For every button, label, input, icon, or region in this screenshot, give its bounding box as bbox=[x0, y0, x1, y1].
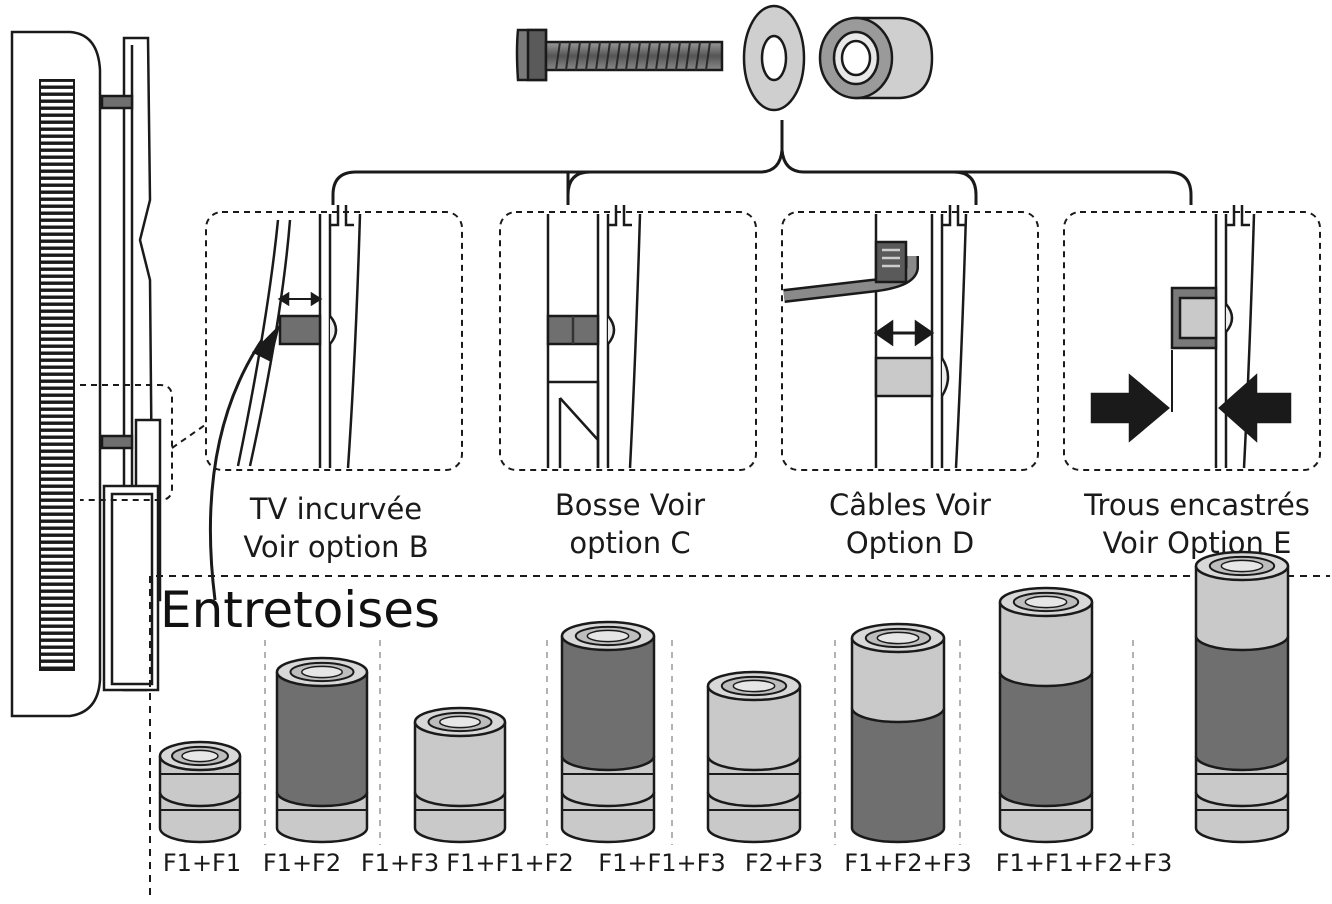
option-panels bbox=[205, 211, 1321, 471]
option-d-label: Câbles Voir Option D bbox=[800, 486, 1020, 562]
combo-label-5: F1+F1+F3 bbox=[598, 849, 726, 877]
spacer-stack bbox=[275, 656, 369, 844]
spacer-stack bbox=[706, 670, 802, 844]
option-b-line2: Voir option B bbox=[243, 530, 429, 564]
washer-icon bbox=[742, 4, 806, 112]
combo-label-4: F1+F1+F2 bbox=[446, 849, 574, 877]
panel-option-d bbox=[781, 211, 1039, 471]
option-b-line1: TV incurvée bbox=[249, 492, 423, 526]
combo-label-8: F1+F1+F2+F3 bbox=[995, 849, 1173, 877]
option-c-line2: option C bbox=[569, 526, 691, 560]
spacers-heading: Entretoises bbox=[160, 581, 441, 639]
spacer-stack bbox=[998, 586, 1094, 844]
option-d-line2: Option D bbox=[845, 526, 975, 560]
combo-label-1: F1+F1 bbox=[162, 849, 242, 877]
spacer-stack bbox=[1194, 550, 1290, 844]
spacer-stack bbox=[413, 706, 507, 844]
combo-label-3: F1+F3 bbox=[360, 849, 440, 877]
option-e-line2: Voir Option E bbox=[1102, 526, 1292, 560]
hardware-set bbox=[515, 4, 934, 112]
bolt-icon bbox=[515, 28, 724, 82]
panel-c-illustration bbox=[546, 205, 642, 469]
tv-side-view bbox=[10, 30, 206, 718]
option-e-label: Trous encastrés Voir Option E bbox=[1062, 486, 1332, 562]
panel-e-illustration bbox=[1090, 205, 1292, 469]
spacer-illustrations bbox=[158, 550, 1290, 844]
spacer-stack bbox=[560, 620, 656, 844]
option-c-line1: Bosse Voir bbox=[554, 488, 706, 522]
spacer-stack bbox=[850, 622, 946, 844]
panel-option-c bbox=[499, 211, 757, 471]
panel-d-illustration bbox=[783, 205, 968, 469]
sleeve-icon bbox=[818, 16, 934, 100]
combo-label-2: F1+F2 bbox=[262, 849, 342, 877]
option-d-line1: Câbles Voir bbox=[829, 488, 991, 522]
combo-label-7: F1+F2+F3 bbox=[844, 849, 972, 877]
spacers-frame bbox=[149, 575, 1330, 895]
option-c-label: Bosse Voir option C bbox=[520, 486, 740, 562]
option-e-line1: Trous encastrés bbox=[1084, 488, 1310, 522]
brace-connector bbox=[331, 120, 1193, 205]
spacer-stack bbox=[158, 740, 242, 844]
panel-b-illustration bbox=[208, 205, 362, 601]
combo-label-6: F2+F3 bbox=[744, 849, 824, 877]
option-b-label: TV incurvée Voir option B bbox=[226, 490, 446, 566]
spacer-dividers bbox=[264, 640, 1134, 845]
